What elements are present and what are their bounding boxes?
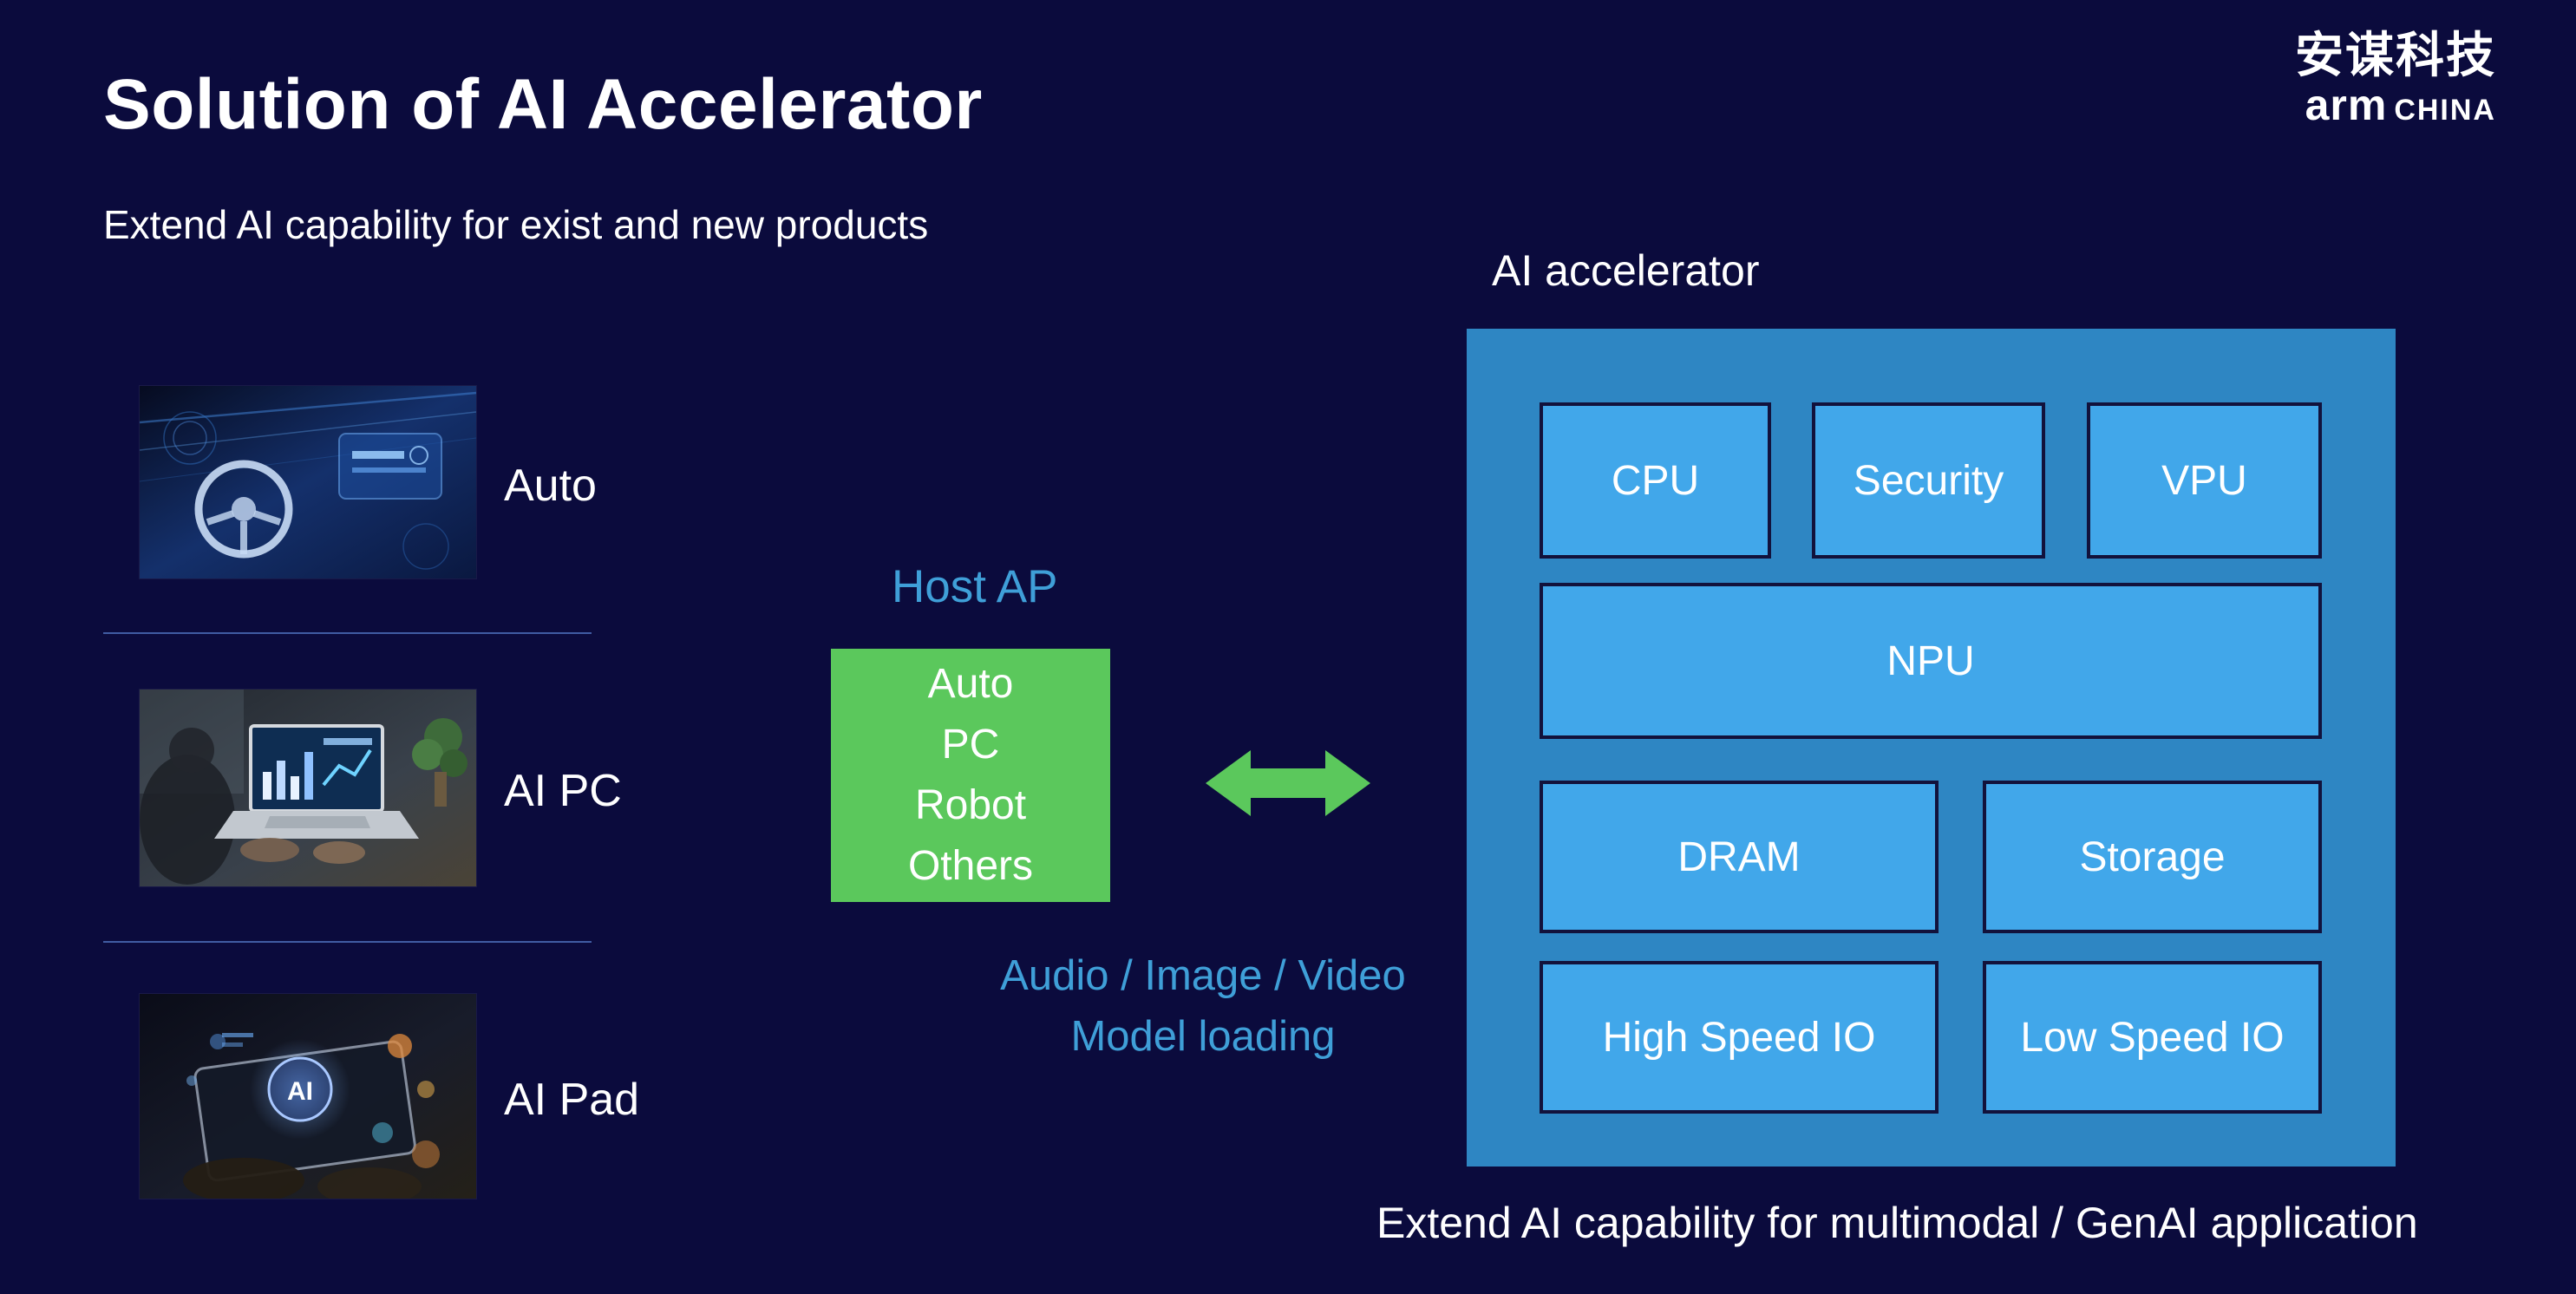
chip-cpu: CPU <box>1540 402 1771 559</box>
link-caption: Audio / Image / Video Model loading <box>934 945 1472 1067</box>
footer-caption: Extend AI capability for multimodal / Ge… <box>1376 1199 2418 1247</box>
auto-photo-illustration <box>139 386 477 578</box>
product-label-auto: Auto <box>504 461 597 511</box>
bidirectional-arrow-icon <box>1204 744 1372 822</box>
ai-pad-photo-illustration: AI <box>140 994 476 1206</box>
chip-low-speed-io: Low Speed IO <box>1983 961 2322 1114</box>
chip-vpu: VPU <box>2087 402 2322 559</box>
page-subtitle: Extend AI capability for exist and new p… <box>103 202 929 247</box>
product-label-ai-pad: AI Pad <box>504 1075 640 1125</box>
link-caption-line1: Audio / Image / Video <box>1000 952 1406 999</box>
ai-pad-photo: AI <box>140 994 476 1206</box>
auto-photo <box>139 386 477 578</box>
host-ap-item-pc: PC <box>941 722 1000 768</box>
ai-pad-badge-text: AI <box>287 1077 313 1106</box>
logo-arm-text: arm <box>2305 81 2388 130</box>
chip-npu: NPU <box>1540 583 2322 739</box>
accelerator-label: AI accelerator <box>1492 246 1760 295</box>
page-title: Solution of AI Accelerator <box>103 65 983 144</box>
chip-security: Security <box>1812 402 2045 559</box>
ai-pc-photo <box>140 689 476 886</box>
host-ap-label: Host AP <box>892 561 1058 612</box>
host-ap-box: Auto PC Robot Others <box>831 649 1110 902</box>
logo-region-text: CHINA <box>2394 94 2496 127</box>
divider-1 <box>103 632 592 634</box>
accelerator-box: CPU Security VPU NPU DRAM Storage High S… <box>1467 329 2396 1167</box>
ai-pc-photo-illustration <box>140 689 476 886</box>
product-label-ai-pc: AI PC <box>504 766 622 816</box>
host-ap-item-auto: Auto <box>927 661 1014 707</box>
host-ap-item-others: Others <box>907 843 1034 889</box>
chip-storage: Storage <box>1983 781 2322 933</box>
logo-chinese-text: 安谋科技 <box>2295 28 2496 82</box>
divider-2 <box>103 941 592 943</box>
link-caption-line2: Model loading <box>1070 1013 1336 1060</box>
chip-high-speed-io: High Speed IO <box>1540 961 1939 1114</box>
chip-dram: DRAM <box>1540 781 1939 933</box>
host-ap-item-robot: Robot <box>914 782 1027 828</box>
